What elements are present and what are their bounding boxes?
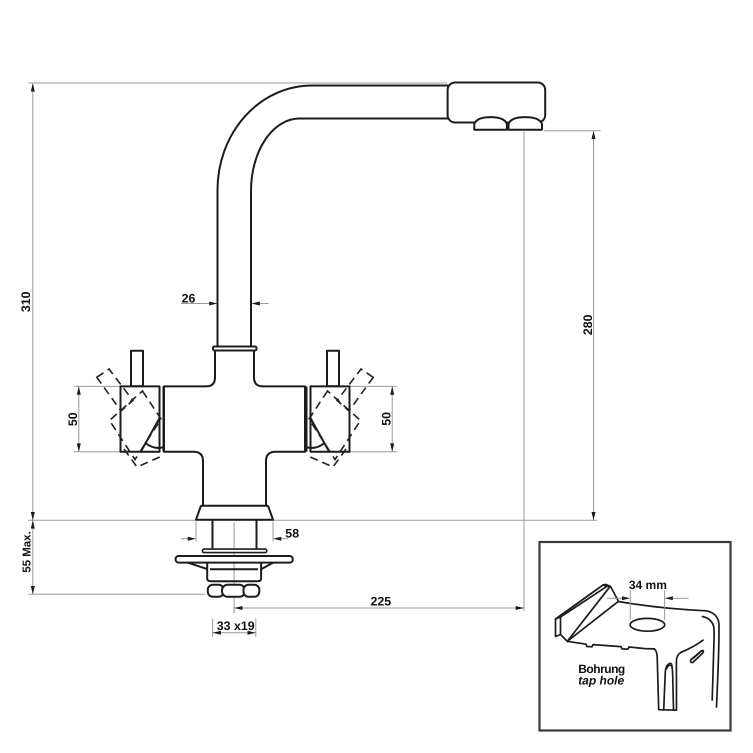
svg-text:tap hole: tap hole (578, 674, 624, 688)
svg-text:Bohrung: Bohrung (578, 662, 625, 676)
svg-text:33 x19: 33 x19 (217, 619, 255, 633)
svg-text:225: 225 (370, 594, 391, 608)
svg-text:34 mm: 34 mm (629, 578, 667, 592)
svg-text:50: 50 (66, 412, 80, 426)
svg-text:26: 26 (182, 291, 196, 305)
svg-text:58: 58 (285, 527, 299, 541)
svg-text:310: 310 (19, 291, 33, 312)
svg-text:55 Max.: 55 Max. (22, 531, 34, 573)
svg-text:50: 50 (379, 412, 393, 426)
svg-text:280: 280 (581, 314, 595, 335)
